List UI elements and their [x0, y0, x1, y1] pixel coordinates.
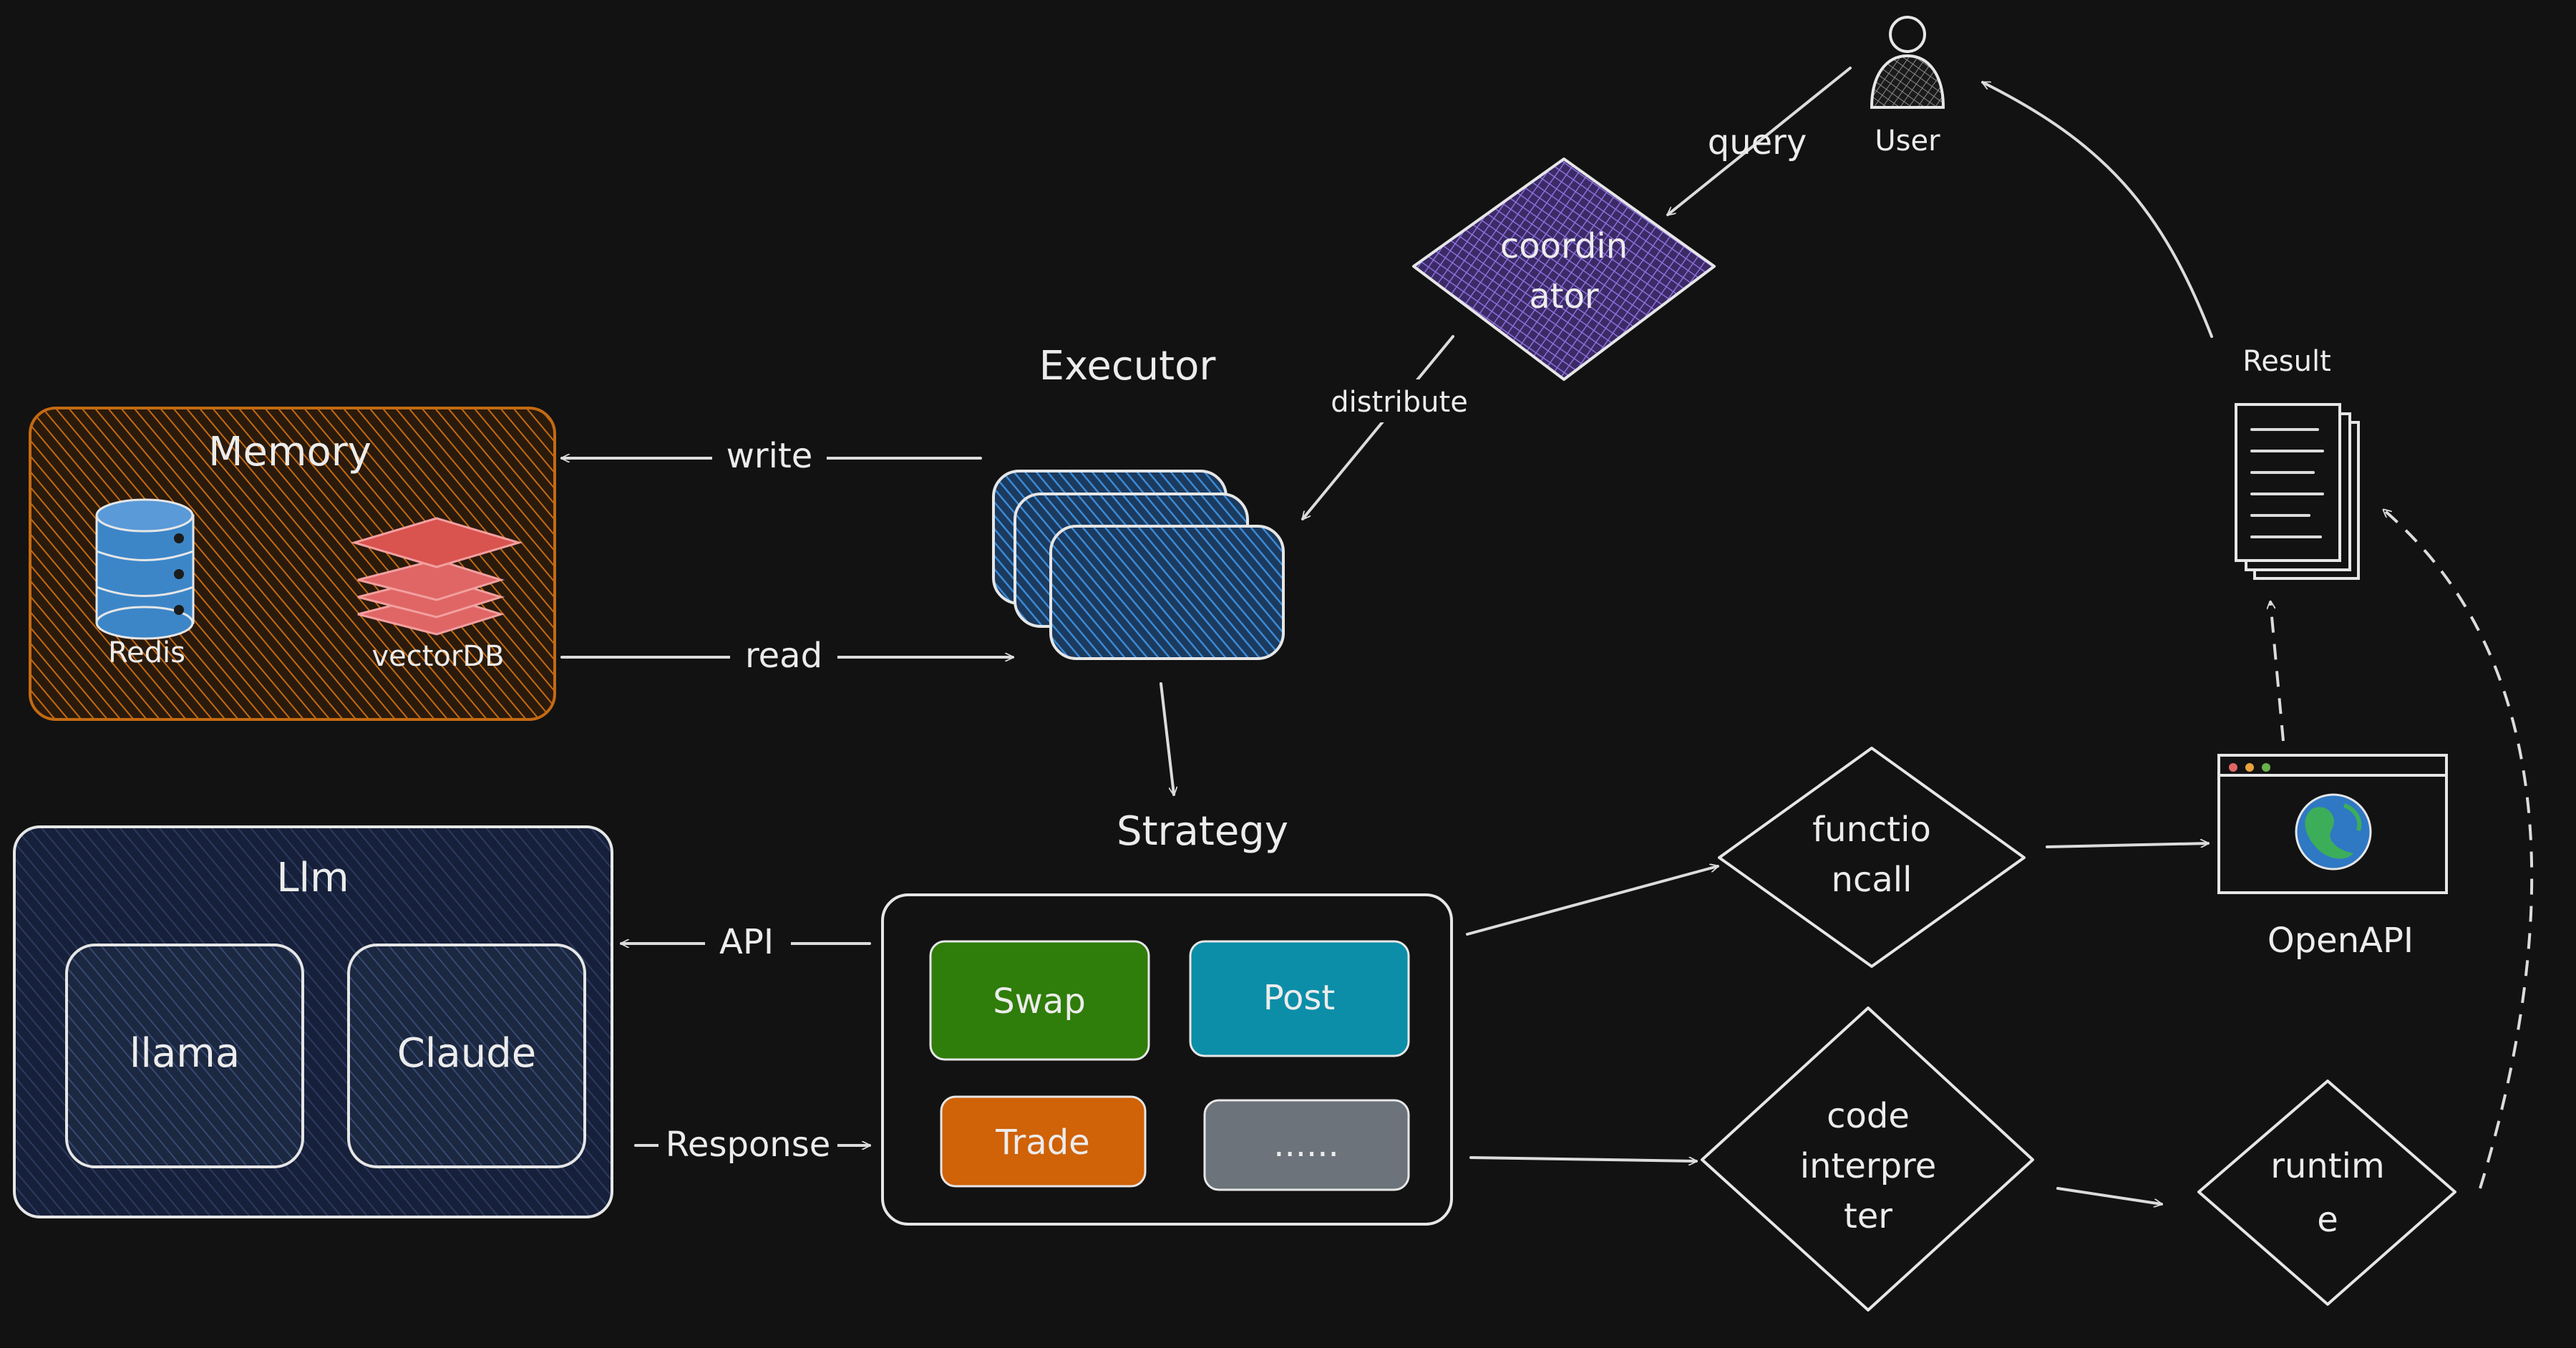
edge-query-label: query	[1708, 122, 1807, 163]
edge-write-label: write	[726, 436, 813, 476]
edge-distribute-label: distribute	[1331, 386, 1468, 419]
openapi-node: OpenAPI	[2217, 754, 2448, 961]
edge-api-label: API	[719, 922, 774, 962]
edge-read-label: read	[745, 636, 822, 676]
user-node: User	[1870, 16, 1945, 157]
edge-openapi-result	[2270, 601, 2285, 742]
globe-icon	[2295, 793, 2372, 871]
edge-api: API	[620, 916, 871, 966]
code-label-2: interpre	[1800, 1146, 1937, 1186]
user-icon	[1870, 16, 1945, 109]
memory-node: Memory Redis vectorDB	[29, 407, 556, 721]
edge-executor-strategy	[1160, 682, 1174, 796]
memory-label: Memory	[208, 429, 371, 475]
edge-strategy-functioncall	[1466, 866, 1718, 936]
edge-code-runtime	[2056, 1187, 2162, 1204]
edge-write: write	[560, 430, 982, 480]
documents-icon	[2235, 403, 2360, 580]
edge-functioncall-openapi	[2046, 843, 2210, 848]
runtime-node: runtim e	[2197, 1080, 2456, 1306]
executor-node: Executor	[992, 343, 1285, 660]
claude-box	[347, 944, 586, 1168]
llama-box	[65, 944, 304, 1168]
code-label-3: ter	[1844, 1196, 1892, 1236]
trade-label: Trade	[995, 1122, 1089, 1163]
result-label: Result	[2242, 345, 2331, 378]
post-label: Post	[1263, 978, 1335, 1018]
runtime-label-1: runtim	[2270, 1146, 2385, 1186]
edge-result-user	[1983, 81, 2213, 338]
post-button[interactable]	[1189, 940, 1410, 1057]
edge-response: Response	[634, 1118, 871, 1168]
redis-label: Redis	[108, 636, 185, 669]
functioncall-label-2: ncall	[1832, 860, 1912, 900]
user-label: User	[1875, 125, 1940, 157]
coordinator-label-1: coordin	[1500, 226, 1628, 266]
more-button[interactable]	[1203, 1099, 1410, 1191]
executor-label: Executor	[1039, 343, 1217, 389]
layers-icon	[350, 517, 523, 636]
trade-button[interactable]	[940, 1095, 1147, 1188]
code-label-1: code	[1827, 1096, 1910, 1136]
openapi-label: OpenAPI	[2268, 921, 2414, 961]
functioncall-label-1: functio	[1812, 810, 1931, 850]
strategy-label: Strategy	[1117, 808, 1288, 855]
result-node: Result	[2235, 345, 2360, 580]
edge-runtime-result	[2383, 510, 2534, 1189]
edge-read: read	[560, 630, 1014, 680]
database-icon	[95, 498, 195, 640]
functioncall-node: functio ncall	[1718, 747, 2026, 968]
edge-strategy-code	[1469, 1156, 1698, 1161]
coordinator-label-2: ator	[1529, 276, 1599, 316]
runtime-label-2: e	[2317, 1200, 2338, 1240]
edge-distribute: distribute	[1303, 335, 1478, 519]
vectordb-label: vectorDB	[371, 640, 504, 673]
swap-label: Swap	[993, 981, 1086, 1022]
llm-node: Llm llama Claude	[13, 825, 613, 1218]
edge-response-label: Response	[666, 1125, 831, 1165]
edge-query: query	[1668, 67, 1852, 215]
claude-label: Claude	[397, 1030, 536, 1077]
coordinator-node: coordin ator	[1412, 157, 1716, 381]
llm-label: Llm	[276, 855, 349, 901]
llama-label: llama	[130, 1030, 240, 1077]
strategy-node: Strategy Swap Post Trade ......	[881, 808, 1453, 1226]
swap-button[interactable]	[929, 940, 1150, 1061]
more-label: ......	[1273, 1125, 1339, 1165]
code-interpreter-node: code interpre ter	[1701, 1007, 2034, 1311]
